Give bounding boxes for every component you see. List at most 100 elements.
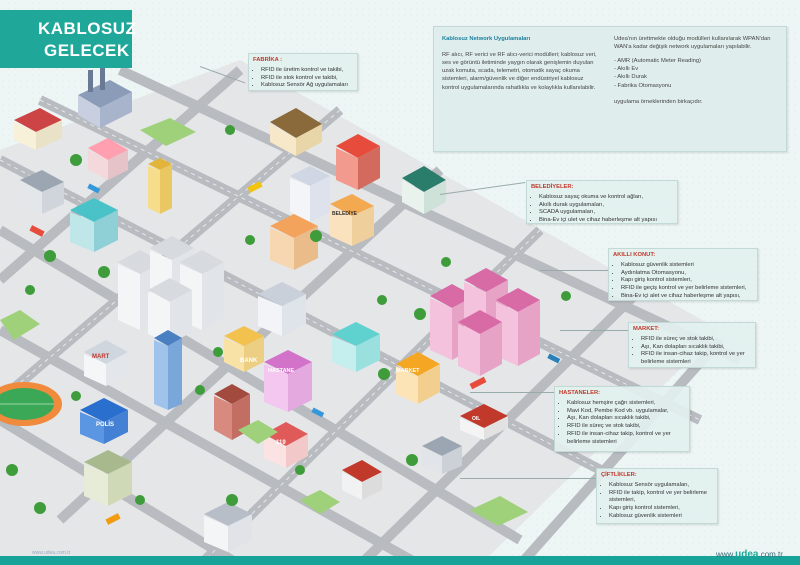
apartment-towers-pink xyxy=(430,268,540,376)
panel-market-item: RFID ile süreç ve stok takibi, xyxy=(641,336,751,344)
leader-line xyxy=(460,478,596,479)
panel-municipalities-title: BELEDİYELER: xyxy=(531,184,574,190)
sign-oil: OIL xyxy=(472,416,480,422)
panel-smart-home-item: Kablosuz güvenlik sistemleri xyxy=(621,262,753,270)
title-line-1: KABLOSUZ xyxy=(38,19,137,38)
footer-brand: www.udea.com.tr xyxy=(716,549,783,560)
info-right-item: - AMR (Automatic Meter Reading) xyxy=(614,58,701,65)
house-brown-roof xyxy=(270,108,322,156)
stadium xyxy=(0,382,62,426)
panel-farms-item: Kablosuz Sensör uygulamaları, xyxy=(609,482,713,490)
red-tower xyxy=(336,134,380,190)
mart-building xyxy=(84,340,128,386)
house-grey xyxy=(20,170,64,214)
panel-factory-item: RFID ile stok kontrol ve takibi, xyxy=(261,75,353,83)
leader-line xyxy=(540,270,608,271)
info-right-intro: Udea'nın ürettmekte olduğu modülleri kul… xyxy=(614,36,771,51)
panel-hospitals-item: Kablosuz hemşire çağrı sistemleri, xyxy=(567,400,685,408)
info-panel: Kablosuz Network Uygulamaları RF alıcı, … xyxy=(433,26,787,152)
panel-hospitals: HASTANELER: Kablosuz hemşire çağrı siste… xyxy=(554,386,690,452)
title-banner: KABLOSUZ GELECEK xyxy=(0,10,136,68)
panel-factory-item: RFID ile üretim kontrol ve takibi, xyxy=(261,67,353,75)
info-right-column: Udea'nın ürettmekte olduğu modülleri kul… xyxy=(614,35,776,110)
white-tower xyxy=(290,166,330,222)
grey-dome xyxy=(422,436,462,474)
panel-market-item: RFID ile insan-cihaz takip, kontrol ve y… xyxy=(641,351,751,367)
hospital-building xyxy=(264,350,312,412)
panel-farms-item: RFID ile takip, kontrol ve yer belirleme… xyxy=(609,490,713,506)
ambulance-station xyxy=(264,422,308,468)
office-block-blue xyxy=(70,198,118,252)
sign-119: 119 xyxy=(276,440,286,446)
sign-municipality: BELEDİYE xyxy=(332,210,358,217)
brand-logo: udea xyxy=(735,549,759,560)
panel-market-title: MARKET: xyxy=(633,326,660,332)
info-left-heading: Kablosuz Network Uygulamaları xyxy=(442,36,531,42)
panel-municipalities-item: Bina-Ev içi ulet ve cihaz haberleşme alt… xyxy=(539,217,673,225)
panel-hospitals-item: Aşı, Kan dolapları sıcaklık takibi, xyxy=(567,415,685,423)
belediye-building xyxy=(330,194,374,246)
apartment-towers-white xyxy=(118,236,224,344)
panel-smart-home-item: Bina-Ev içi alet ve cihaz haberleşme alt… xyxy=(621,293,753,301)
vehicles xyxy=(29,181,561,525)
panel-farms-item: Kablosuz güvenlik sistemleri xyxy=(609,513,713,521)
leader-line xyxy=(560,330,628,331)
police-building xyxy=(80,398,128,444)
sign-mart: MART xyxy=(92,354,110,360)
market-building xyxy=(396,352,440,404)
footer-bar xyxy=(0,556,800,565)
panel-hospitals-item: RFID ile insan-cihaz takip, kontrol ve y… xyxy=(567,431,685,447)
factory-building xyxy=(78,66,132,128)
footer-url-suffix: .com.tr xyxy=(758,550,783,559)
info-right-outro: uygulama örneklerinden birkaçıdır. xyxy=(614,98,703,105)
white-mid-block xyxy=(258,282,306,336)
sign-hospital: HASTANE xyxy=(268,368,295,374)
sign-bank: BANK xyxy=(240,358,258,364)
blue-glass-tower xyxy=(154,330,182,410)
panel-farms-title: ÇİFTLİKLER: xyxy=(601,472,637,478)
oil-station xyxy=(460,404,508,440)
teal-block xyxy=(332,322,380,372)
panel-factory-item: Kablosuz Sensör Ağ uygulamaları xyxy=(261,82,353,90)
leader-line xyxy=(470,392,554,393)
panel-smart-home-title: AKILLI KONUT: xyxy=(613,252,656,258)
panel-smart-home-item: RFID ile geçiş kontrol ve yer belirleme … xyxy=(621,285,753,293)
info-right-list: - AMR (Automatic Meter Reading) - Akıllı… xyxy=(614,57,776,89)
info-right-item: - Akıllı Durak xyxy=(614,74,647,81)
title-line-2: GELECEK xyxy=(44,41,130,60)
farm-barn xyxy=(342,460,382,500)
bank-building xyxy=(224,326,264,372)
panel-hospitals-title: HASTANELER: xyxy=(559,390,601,396)
white-house-low xyxy=(204,502,252,552)
sign-police: POLİS xyxy=(96,421,114,428)
panel-smart-home-item: Kapı giriş kontrol sistemleri, xyxy=(621,277,753,285)
info-right-item: - Akıllı Ev xyxy=(614,66,639,73)
panel-municipalities: BELEDİYELER: Kablosuz sayaç okuma ve kon… xyxy=(526,180,678,224)
parks-and-trees xyxy=(0,118,571,526)
info-left-column: Kablosuz Network Uygulamaları RF alıcı, … xyxy=(442,35,602,96)
panel-smart-home-item: Aydınlatma Otomasyonu, xyxy=(621,270,753,278)
panel-hospitals-item: Mavi Kod, Pembe Kod vb. uygulamalar, xyxy=(567,408,685,416)
panel-market: MARKET: RFID ile süreç ve stok takibi, A… xyxy=(628,322,756,368)
orange-curve-building xyxy=(270,214,318,270)
panel-farms-item: Kapı giriş kontrol sistemleri, xyxy=(609,505,713,513)
panel-municipalities-item: Kablosuz sayaç okuma ve kontrol ağları, xyxy=(539,194,673,202)
info-left-text: RF alıcı, RF verici ve RF alıcı-verici m… xyxy=(442,52,597,91)
panel-smart-home: AKILLI KONUT: Kablosuz güvenlik sistemle… xyxy=(608,248,758,301)
footer-left-url: www.udea.com.tr xyxy=(32,550,71,556)
panel-municipalities-item: SCADA uygulamaları, xyxy=(539,209,673,217)
info-right-item: - Fabrika Otomasyonu xyxy=(614,82,672,89)
panel-factory-title: FABRİKA : xyxy=(253,57,283,63)
footer-url-prefix: www. xyxy=(716,550,736,559)
panel-factory: FABRİKA : RFID ile üretim kontrol ve tak… xyxy=(248,53,358,91)
house-red-roof xyxy=(88,138,128,180)
panel-hospitals-item: RFID ile süreç ve stok takibi, xyxy=(567,423,685,431)
lower-left-block xyxy=(84,450,132,506)
panel-farms: ÇİFTLİKLER: Kablosuz Sensör uygulamaları… xyxy=(596,468,718,524)
yellow-tower xyxy=(148,158,172,214)
sign-market: MARKET xyxy=(396,368,420,374)
panel-municipalities-item: Akıllı durak uygulamaları, xyxy=(539,202,673,210)
panel-market-item: Aşı, Kan dolapları sıcaklık takibi, xyxy=(641,344,751,352)
green-roof-house xyxy=(402,166,446,214)
shop-building xyxy=(14,108,62,150)
